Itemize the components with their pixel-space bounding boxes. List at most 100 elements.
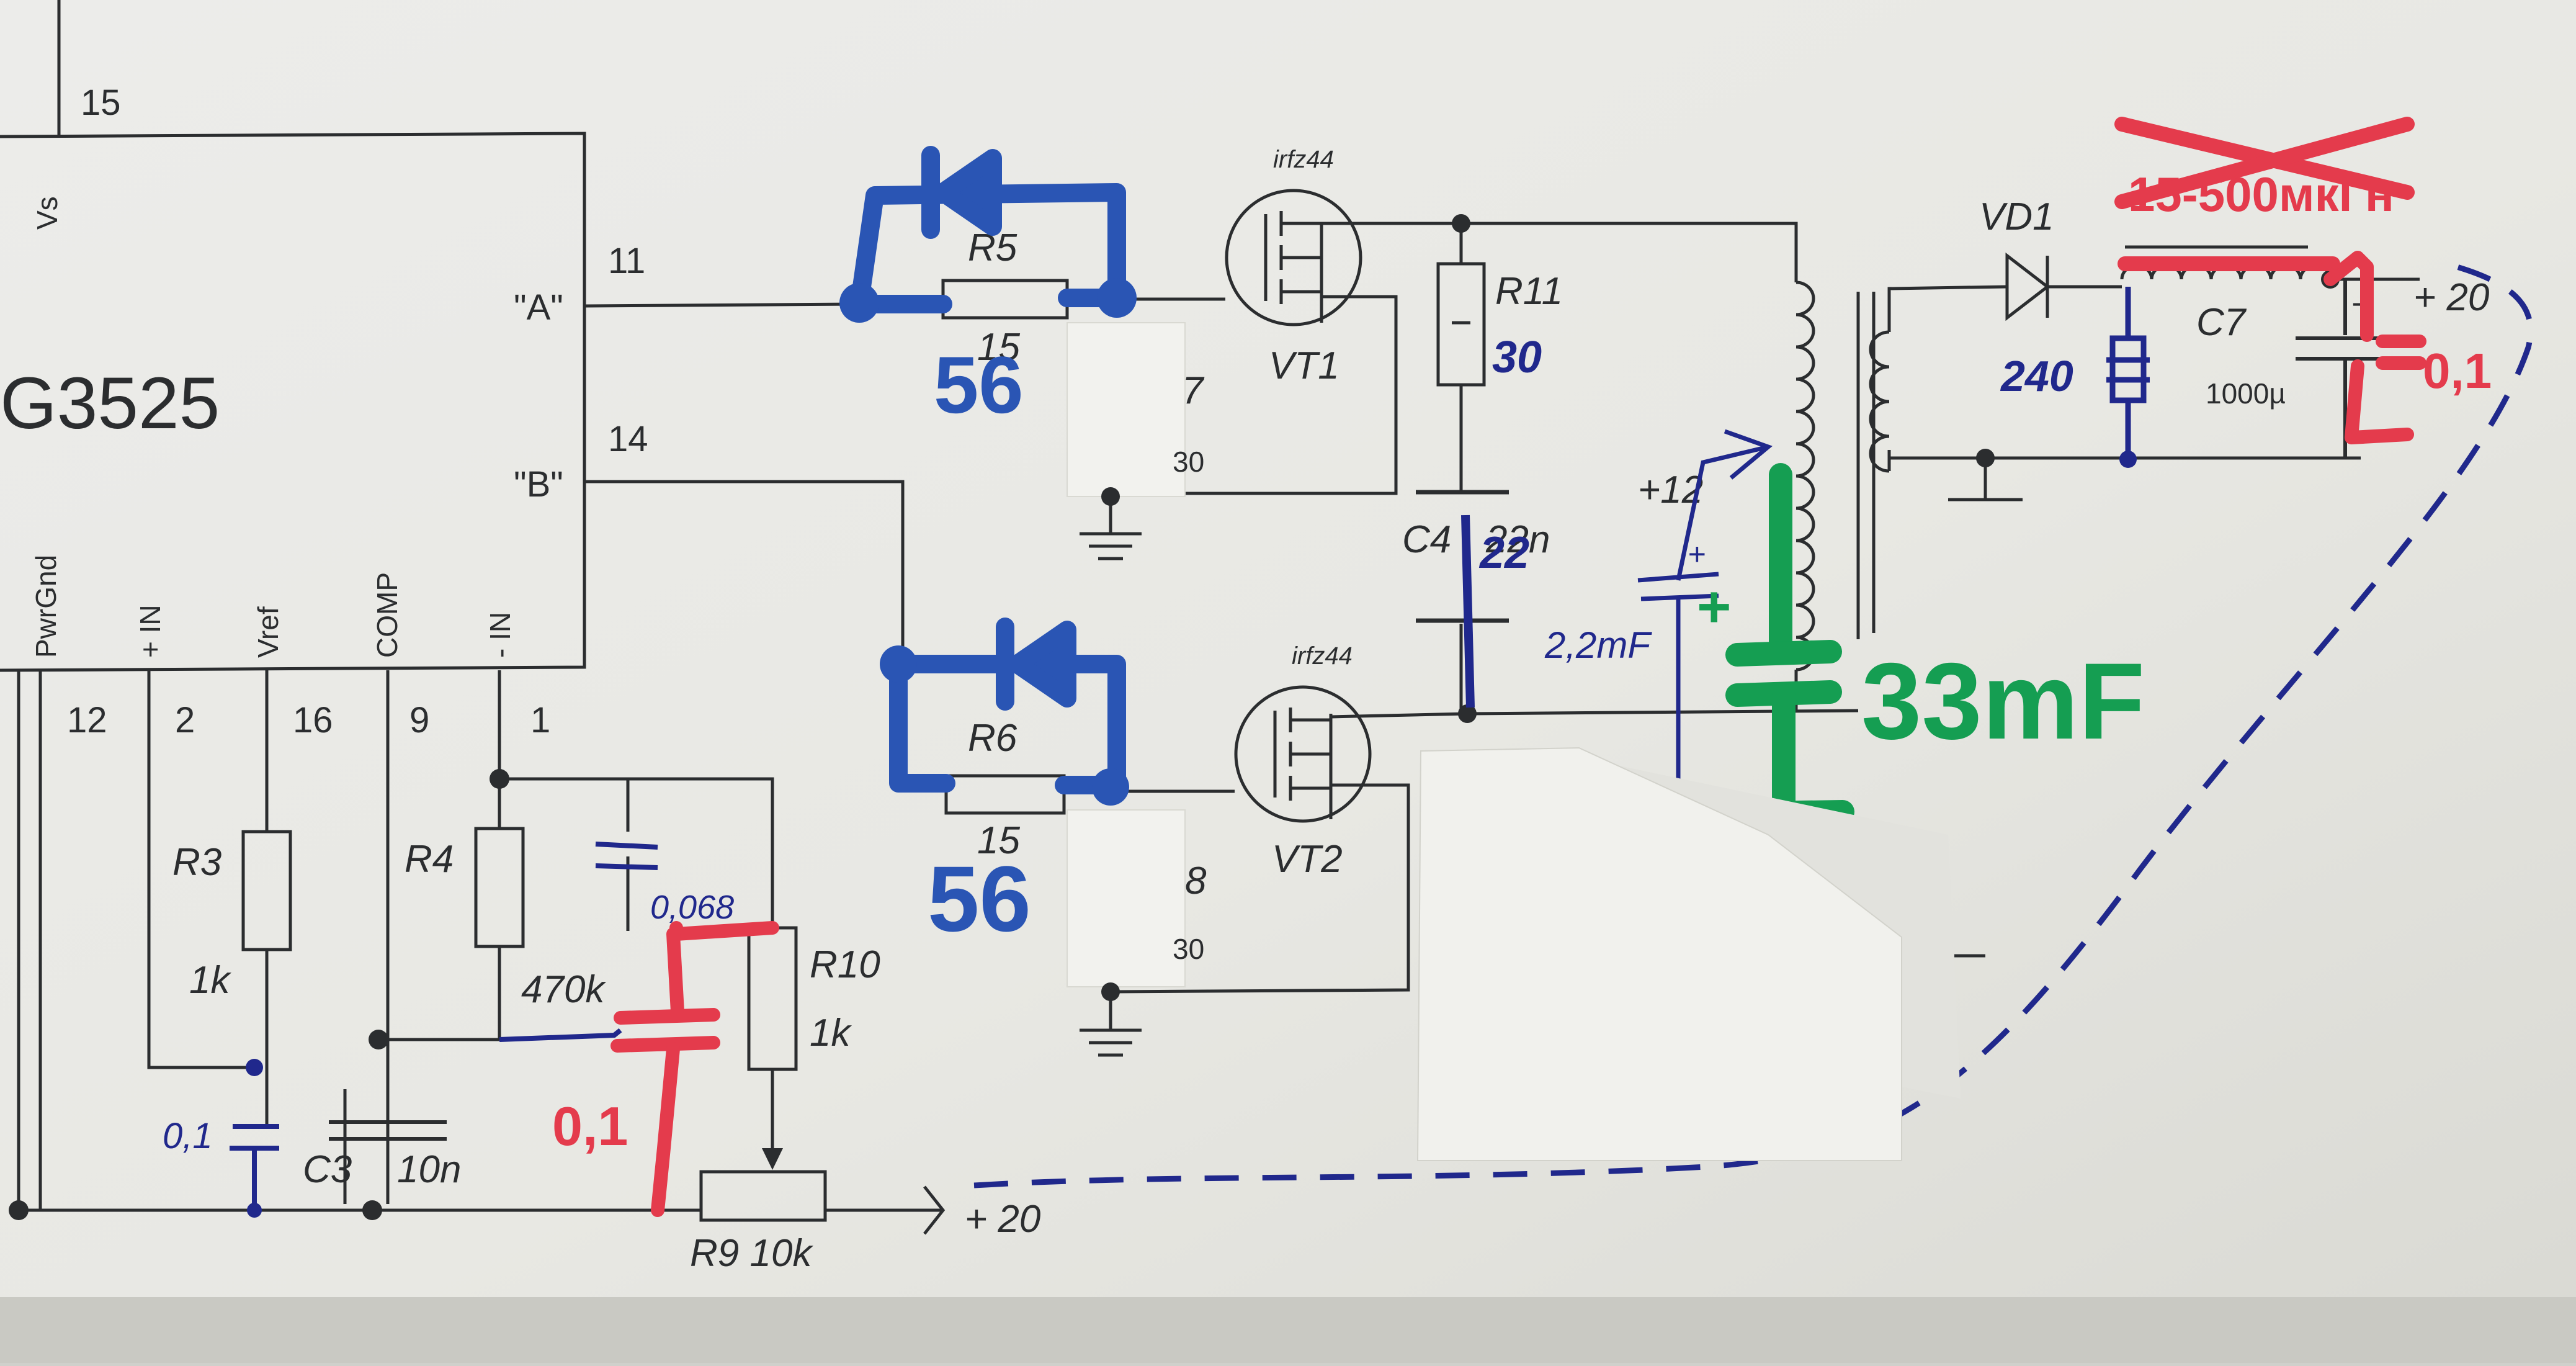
paper-patch-large — [1416, 747, 1902, 1161]
junction-gnd-top — [1101, 487, 1120, 506]
r6-hand-value: 56 — [928, 847, 1031, 951]
wire-a — [584, 302, 857, 308]
r6-orig-value: 15 — [977, 819, 1020, 862]
red-cap-1-value: 0,1 — [552, 1095, 628, 1157]
r8-value: 30 — [1173, 933, 1204, 965]
pin-vref-label: Vref — [252, 606, 284, 658]
r3-value: 1k — [189, 959, 231, 1002]
hand-c4-stroke — [1461, 514, 1475, 708]
c3-label: C3 — [303, 1148, 352, 1191]
c4-orig-value: 22n — [1485, 518, 1550, 561]
r5-orig-value: 15 — [977, 326, 1020, 369]
junction-vt2-drain — [1458, 704, 1477, 723]
r5-hand-value: 56 — [934, 339, 1024, 430]
green-cap-value: 33mF — [1861, 641, 2145, 762]
ic-sg3525 — [0, 132, 586, 672]
mosfet-vt2 — [1234, 685, 1372, 823]
r10-label: R10 — [810, 943, 880, 986]
hand-node-r6-left — [880, 645, 917, 683]
r3-label: R3 — [172, 841, 221, 884]
pin-plusin-label: + IN — [134, 604, 166, 658]
r9-wiper-arrow — [762, 1148, 783, 1170]
pin-minusin-label: - IN — [484, 612, 516, 658]
wire-secondary-bottom — [1887, 450, 2361, 460]
r7-label: 7 — [1182, 369, 1205, 412]
hand-resistor-240 — [2106, 287, 2150, 459]
junction-sec-gnd — [1976, 449, 1995, 467]
hand-red-cap-r9 — [610, 921, 779, 1217]
blue-cap-3-value: 2,2mF — [1544, 624, 1652, 666]
wire-vt2-source — [1110, 783, 1410, 994]
wire-vt1-source — [1111, 295, 1398, 495]
paper-patch-r7 — [1067, 322, 1186, 497]
capacitor-c4 — [1416, 490, 1509, 623]
hand-cap-minus-in — [499, 842, 658, 1042]
bottom-pin-wires — [17, 670, 946, 1235]
c3-value: 10n — [397, 1148, 461, 1191]
r11-hand-value: 30 — [1492, 333, 1542, 382]
pin-vref-num: 16 — [293, 700, 333, 740]
pin-plusin-num: 2 — [175, 700, 195, 740]
junction-r11-top — [1452, 214, 1470, 233]
resistor-r9 — [699, 1170, 827, 1222]
vt2-part: irfz44 — [1292, 642, 1353, 670]
c7-value: 1000µ — [2206, 377, 2286, 410]
paper-patch-r8 — [1067, 809, 1186, 987]
pin-pwrgnd-num: 12 — [67, 700, 107, 740]
hand-node-r5-left — [839, 283, 879, 323]
pin-a-num: 11 — [608, 241, 645, 281]
hand-node-r5-right — [1097, 278, 1137, 318]
diode-vd1 — [2005, 252, 2122, 321]
c4-label: C4 — [1402, 518, 1451, 561]
r10-value: 1k — [810, 1012, 852, 1054]
r6-label: R6 — [968, 717, 1017, 760]
pin-vs-num: 15 — [81, 83, 121, 123]
resistor-r3 — [241, 830, 292, 951]
pin-pwrgnd-label: PwrGnd — [30, 555, 62, 658]
r4-value: 470k — [521, 968, 606, 1011]
hand-dashed-return — [973, 264, 2534, 1189]
pin-b-label: "B" — [514, 464, 563, 505]
red-cap-2-value: 0,1 — [2423, 343, 2492, 398]
junctions-left — [9, 769, 509, 1220]
blue-cap-1-value: 0,1 — [163, 1116, 213, 1156]
supply-out-label: + 20 — [2413, 276, 2489, 319]
hand-cap-2mF — [1637, 429, 1773, 809]
resistor-r4 — [474, 827, 525, 948]
pin-a-label: "A" — [514, 287, 563, 328]
r9-label: R9 10k — [690, 1232, 813, 1275]
r11-label: R11 — [1495, 270, 1563, 313]
c7-label: C7 — [2196, 301, 2247, 344]
wire-b — [584, 480, 905, 664]
hand-node-vref — [246, 1059, 263, 1076]
r8-label: 8 — [1185, 860, 1207, 902]
capacitor-c3 — [329, 1120, 447, 1141]
hand-node-vref-bottom — [247, 1203, 262, 1218]
blue-res-value: 240 — [2000, 352, 2073, 400]
hand-node-240 — [2119, 451, 2137, 468]
blue-cap-2-value: 0,068 — [650, 889, 734, 926]
pin-minusin-num: 1 — [530, 700, 550, 740]
pin-vs-label: Vs — [31, 196, 63, 230]
hand-red-cap-out — [2323, 251, 2426, 444]
pin-comp-label: COMP — [371, 572, 403, 658]
chip-name: G3525 — [0, 362, 220, 444]
junction-gnd-bottom — [1101, 982, 1120, 1001]
hand-red-cross — [2114, 117, 2415, 271]
vt1-label: VT1 — [1269, 344, 1339, 387]
vd1-label: VD1 — [1979, 195, 2054, 238]
pin-b-num: 14 — [608, 419, 648, 459]
pin-comp-num: 9 — [409, 700, 429, 740]
transformer-secondary — [1869, 285, 2008, 633]
supply-in-label: + 20 — [965, 1198, 1040, 1241]
hand-node-r6-right — [1092, 768, 1129, 806]
vt2-label: VT2 — [1272, 838, 1343, 881]
vt1-part: irfz44 — [1273, 146, 1334, 173]
hand-cap-2mF-plus: + — [1688, 537, 1706, 572]
hand-cap-vref — [230, 1124, 279, 1210]
paper-shadow-edge — [0, 1297, 2576, 1363]
c4-hand-value: 22 — [1478, 528, 1529, 578]
r4-label: R4 — [405, 838, 454, 881]
